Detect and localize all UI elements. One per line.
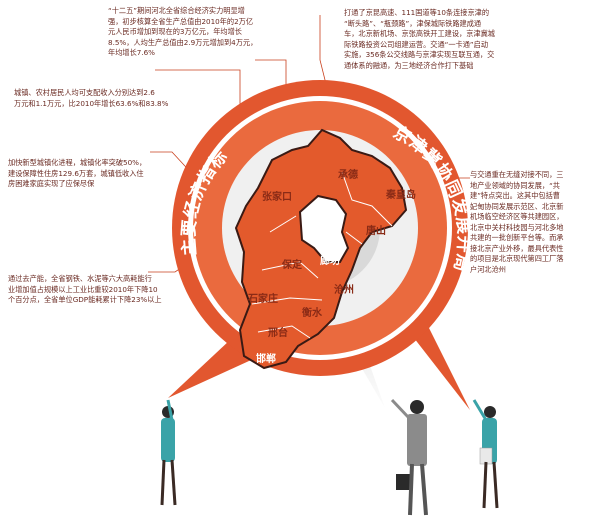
note-cooperation: 与交通重在无缝对接不同，三 地产业领域的协同发展，“共 建”特点突出。这其中包括… [470, 170, 564, 274]
note-gdp: “十二五”期间河北全省综合经济实力明显增 强，初步核算全省生产总值由2010年的… [108, 6, 258, 57]
city-label: 保定 [281, 258, 302, 271]
person-left [160, 399, 177, 506]
city-label: 衡水 [302, 306, 323, 319]
city-label: 秦皇岛 [385, 188, 416, 201]
city-label: 邯郸 [256, 352, 276, 365]
note-transport: 打通了京昆高速、111国道等10条连接京津的 “断头路”、“瓶颈路”，津保城际铁… [344, 8, 495, 70]
prefecture-lines [251, 171, 393, 339]
note-urbanization: 加快新型城镇化进程，城镇化率突破50%， 建设保障性住房129.6万套，城镇低收… [8, 158, 147, 188]
note-income: 城镇、农村居民人均可支配收入分别达到2.6 万元和1.1万元，比2010年增长6… [14, 88, 169, 108]
bubble-tail-left [168, 340, 262, 398]
city-label: 张家口 [262, 190, 292, 203]
note-energy: 通过去产能，全省钢铁、水泥等六大高耗能行 业增加值占规模以上工业比重较2010年… [8, 274, 162, 304]
city-label: 廊坊 [320, 254, 340, 267]
city-label: 石家庄 [247, 292, 278, 305]
city-label: 沧州 [334, 283, 354, 296]
person-center [390, 398, 428, 516]
city-label: 邢台 [267, 326, 288, 339]
beijing-tianjin [298, 194, 350, 263]
city-label: 承德 [338, 168, 358, 181]
city-label: 唐山 [366, 224, 386, 237]
person-right [472, 399, 499, 509]
